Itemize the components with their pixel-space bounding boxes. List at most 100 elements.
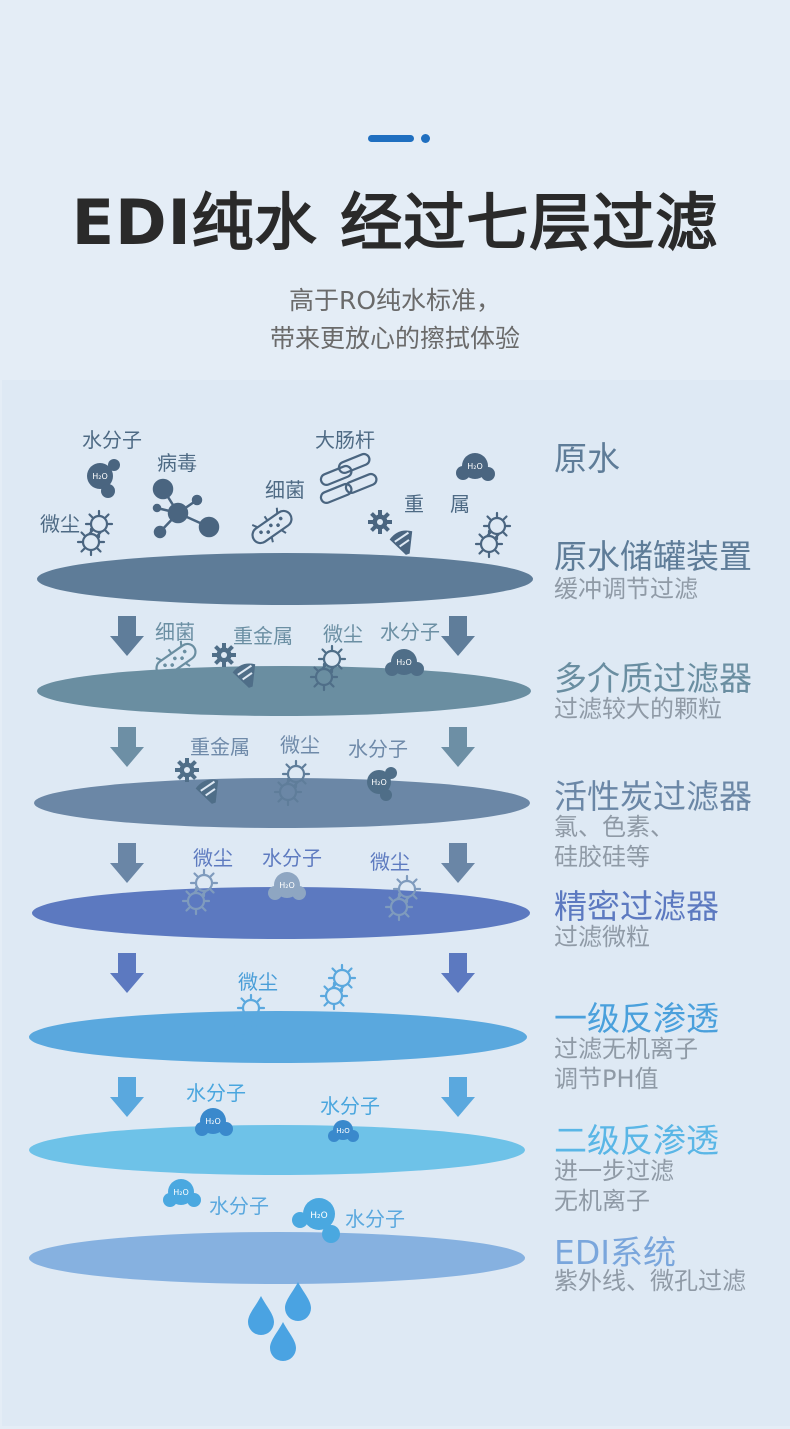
stage-title-ro1: 一级反渗透: [554, 999, 719, 1038]
stage-desc-line: 硅胶硅等: [554, 843, 650, 871]
stage-title-precision: 精密过滤器: [554, 887, 719, 926]
water-drops: [248, 1282, 311, 1361]
decor-bar: [368, 135, 414, 142]
gear-icon: [173, 756, 201, 784]
subtitle-line-1: 高于RO纯水标准，: [288, 286, 502, 315]
dust-icon: [78, 511, 112, 555]
arrow-down-icon: [110, 616, 144, 656]
stage-title-multimedia: 多介质过滤器: [554, 659, 752, 698]
water-molecule-icon: H₂O: [456, 453, 495, 481]
molecule-text: H₂O: [371, 778, 387, 787]
label-water: 水分子: [186, 1081, 246, 1105]
stage-desc-ro2: 进一步过滤 无机离子: [554, 1156, 674, 1216]
page-subtitle: 高于RO纯水标准， 带来更放心的擦拭体验: [0, 282, 790, 358]
filter-layer-5: [29, 1011, 527, 1063]
water-molecule-icon: H₂O: [385, 649, 424, 676]
stage-title-activated-carbon: 活性炭过滤器: [554, 777, 752, 816]
gear-icon: [366, 508, 394, 536]
stage-desc-line: 过滤无机离子: [554, 1035, 698, 1063]
label-dust: 微尘: [193, 846, 233, 870]
stage-desc-line: 过滤较大的颗粒: [554, 695, 722, 723]
filter-layer-6: [29, 1125, 525, 1175]
stage-desc-line: 缓冲调节过滤: [554, 575, 698, 603]
water-molecule-icon: H₂O: [268, 872, 306, 900]
label-dust: 微尘: [238, 970, 278, 994]
label-water: 水分子: [209, 1194, 269, 1218]
water-drop-icon: [270, 1322, 296, 1361]
label-bacteria: 细菌: [155, 620, 195, 644]
dust-icon: [321, 965, 355, 1009]
stage-desc-line: 进一步过滤: [554, 1157, 674, 1185]
water-molecule-icon: H₂O: [328, 1120, 359, 1142]
stage-desc-edi: 紫外线、微孔过滤: [554, 1266, 746, 1296]
stage-title-raw-water: 原水: [554, 439, 620, 478]
filter-layer-7: [29, 1232, 525, 1284]
screw-icon: [387, 526, 421, 560]
molecule-text: H₂O: [279, 881, 295, 890]
virus-icon: [152, 478, 220, 539]
water-molecule-icon: H₂O: [163, 1179, 201, 1207]
label-water: 水分子: [348, 737, 408, 761]
label-virus: 病毒: [157, 451, 197, 475]
filter-layer-1: [37, 553, 533, 605]
arrow-down-icon: [441, 727, 475, 767]
filter-layer-2: [37, 666, 531, 716]
arrow-down-icon: [110, 1077, 144, 1117]
label-water: 水分子: [345, 1207, 405, 1231]
bacteria-icon: [245, 502, 299, 552]
label-water: 水分子: [380, 620, 440, 644]
molecule-text: H₂O: [173, 1188, 189, 1197]
label-water: 水分子: [82, 428, 142, 452]
water-molecule-icon: H₂O: [367, 767, 397, 801]
label-dust: 微尘: [370, 850, 410, 874]
stage-desc-ro1: 过滤无机离子 调节PH值: [554, 1034, 698, 1094]
stage-desc-storage-tank: 缓冲调节过滤: [554, 574, 698, 604]
subtitle-line-2: 带来更放心的擦拭体验: [269, 324, 520, 353]
page-title: EDI纯水 经过七层过滤: [71, 186, 719, 259]
molecule-text: H₂O: [467, 462, 483, 471]
layer6-particles: H₂O H₂O: [195, 1108, 359, 1142]
label-ecoli: 大肠杆: [315, 428, 375, 452]
water-molecule-icon: H₂O: [292, 1198, 340, 1243]
layer7-particles: H₂O H₂O: [163, 1179, 340, 1243]
arrow-down-icon: [441, 843, 475, 883]
stage-title-edi: EDI系统: [554, 1233, 676, 1272]
molecule-text: H₂O: [396, 658, 412, 667]
stage-desc-activated-carbon: 氯、色素、 硅胶硅等: [554, 812, 674, 872]
layer3-particles: H₂O: [173, 756, 397, 809]
label-dust: 微尘: [280, 733, 320, 757]
arrow-down-icon: [441, 953, 475, 993]
water-molecule-icon: H₂O: [87, 459, 120, 498]
label-dust: 微尘: [40, 512, 80, 536]
water-drop-icon: [285, 1282, 311, 1321]
header-section: EDI纯水 经过七层过滤 高于RO纯水标准， 带来更放心的擦拭体验: [0, 0, 790, 380]
stage-desc-line: 过滤微粒: [554, 923, 650, 951]
water-drop-icon: [248, 1296, 274, 1335]
filter-layer-3: [34, 778, 530, 828]
stage-desc-precision: 过滤微粒: [554, 922, 650, 952]
molecule-text: H₂O: [336, 1127, 350, 1135]
arrow-down-icon: [110, 953, 144, 993]
dust-icon: [476, 513, 510, 557]
stage-desc-line: 调节PH值: [554, 1065, 659, 1093]
arrow-down-icon: [110, 843, 144, 883]
label-water: 水分子: [262, 846, 322, 870]
label-heavy: 重: [404, 492, 424, 516]
molecule-text: H₂O: [92, 472, 108, 481]
arrow-down-icon: [441, 1077, 475, 1117]
arrow-down-icon: [110, 727, 144, 767]
decor-dot: [421, 134, 430, 143]
water-molecule-icon: H₂O: [195, 1108, 233, 1136]
layer4-particles: H₂O: [183, 870, 420, 920]
raw-particles: H₂O H₂O: [78, 452, 510, 560]
arrow-down-icon: [441, 616, 475, 656]
stage-desc-multimedia: 过滤较大的颗粒: [554, 694, 722, 724]
label-dust: 微尘: [323, 622, 363, 646]
label-heavy-metal: 重金属: [233, 624, 293, 648]
molecule-text: H₂O: [205, 1117, 221, 1126]
stage-title-storage-tank: 原水储罐装置: [554, 537, 752, 576]
ecoli-icon: [319, 452, 378, 504]
molecule-text: H₂O: [310, 1211, 327, 1221]
layer2-particles: H₂O: [149, 635, 424, 693]
